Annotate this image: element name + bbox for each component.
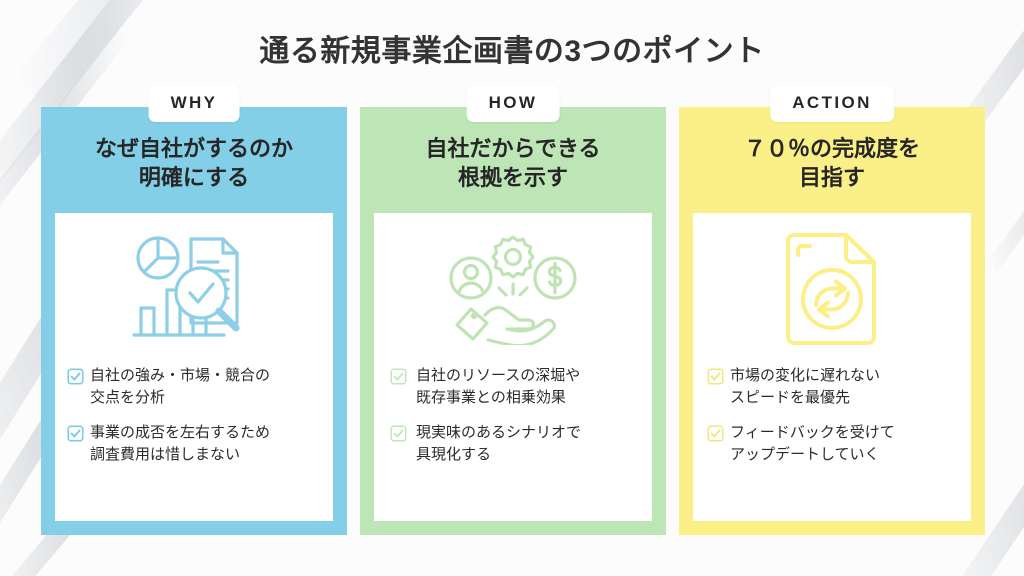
check-icon <box>707 368 724 385</box>
document-refresh-cycle-icon <box>693 213 971 365</box>
card-how-body: 自社のリソースの深堀や 既存事業との相乗効果 現実味のあるシナリオで 具現化する <box>374 213 652 521</box>
list-item: フィードバックを受けて アップデートしていく <box>707 422 957 465</box>
card-action-heading-line2: 目指す <box>798 165 865 190</box>
hand-resources-icon <box>374 213 652 365</box>
analysis-chart-magnifier-icon <box>55 213 333 365</box>
card-why-heading-line2: 明確にする <box>138 165 250 190</box>
card-action-bullet-list: 市場の変化に遅れない スピードを最優先 フィードバックを受けて アップデートして… <box>693 365 971 465</box>
list-item-text: 自社の強み・市場・競合の 交点を分析 <box>90 367 271 406</box>
card-how-heading-line2: 根拠を示す <box>457 165 568 190</box>
check-icon <box>707 425 724 442</box>
badge-how: HOW <box>466 85 560 123</box>
list-item-text: 事業の成否を左右するため 調査費用は惜しまない <box>90 424 271 463</box>
list-item: 自社のリソースの深堀や 既存事業との相乗効果 <box>390 365 638 408</box>
badge-action: ACTION <box>770 85 894 123</box>
list-item: 現実味のあるシナリオで 具現化する <box>390 422 638 465</box>
list-item: 自社の強み・市場・競合の 交点を分析 <box>67 365 319 408</box>
card-how-heading-line1: 自社だからできる <box>425 135 601 161</box>
card-action-header: ACTION ７０％の完成度を 目指す <box>679 85 985 213</box>
list-item: 市場の変化に遅れない スピードを最優先 <box>707 365 957 408</box>
card-how-header: HOW 自社だからできる 根拠を示す <box>360 85 666 213</box>
list-item-text: 市場の変化に遅れない スピードを最優先 <box>730 367 881 406</box>
list-item: 事業の成否を左右するため 調査費用は惜しまない <box>67 422 319 465</box>
card-why-heading-line1: なぜ自社がするのか <box>94 135 293 161</box>
badge-why: WHY <box>148 85 240 123</box>
list-item-text: フィードバックを受けて アップデートしていく <box>730 424 895 463</box>
check-icon <box>390 368 407 385</box>
page-title: 通る新規事業企画書の3つのポイント <box>259 35 765 68</box>
card-why-body: 自社の強み・市場・競合の 交点を分析 事業の成否を左右するため 調査費用は惜しま… <box>55 213 333 521</box>
check-icon <box>67 425 84 442</box>
check-icon <box>390 425 407 442</box>
card-action-body: 市場の変化に遅れない スピードを最優先 フィードバックを受けて アップデートして… <box>693 213 971 521</box>
list-item-text: 自社のリソースの深堀や 既存事業との相乗効果 <box>416 367 581 406</box>
card-action-heading-line1: ７０％の完成度を <box>743 135 920 161</box>
card-why-bullet-list: 自社の強み・市場・競合の 交点を分析 事業の成否を左右するため 調査費用は惜しま… <box>55 365 333 465</box>
list-item-text: 現実味のあるシナリオで 具現化する <box>416 424 582 463</box>
check-icon <box>67 368 84 385</box>
card-action: ACTION ７０％の完成度を 目指す <box>679 85 985 535</box>
card-why: WHY なぜ自社がするのか 明確にする <box>41 85 347 535</box>
card-why-header: WHY なぜ自社がするのか 明確にする <box>41 85 347 213</box>
card-how: HOW 自社だからできる 根拠を示す <box>360 85 666 535</box>
card-how-bullet-list: 自社のリソースの深堀や 既存事業との相乗効果 現実味のあるシナリオで 具現化する <box>374 365 652 465</box>
